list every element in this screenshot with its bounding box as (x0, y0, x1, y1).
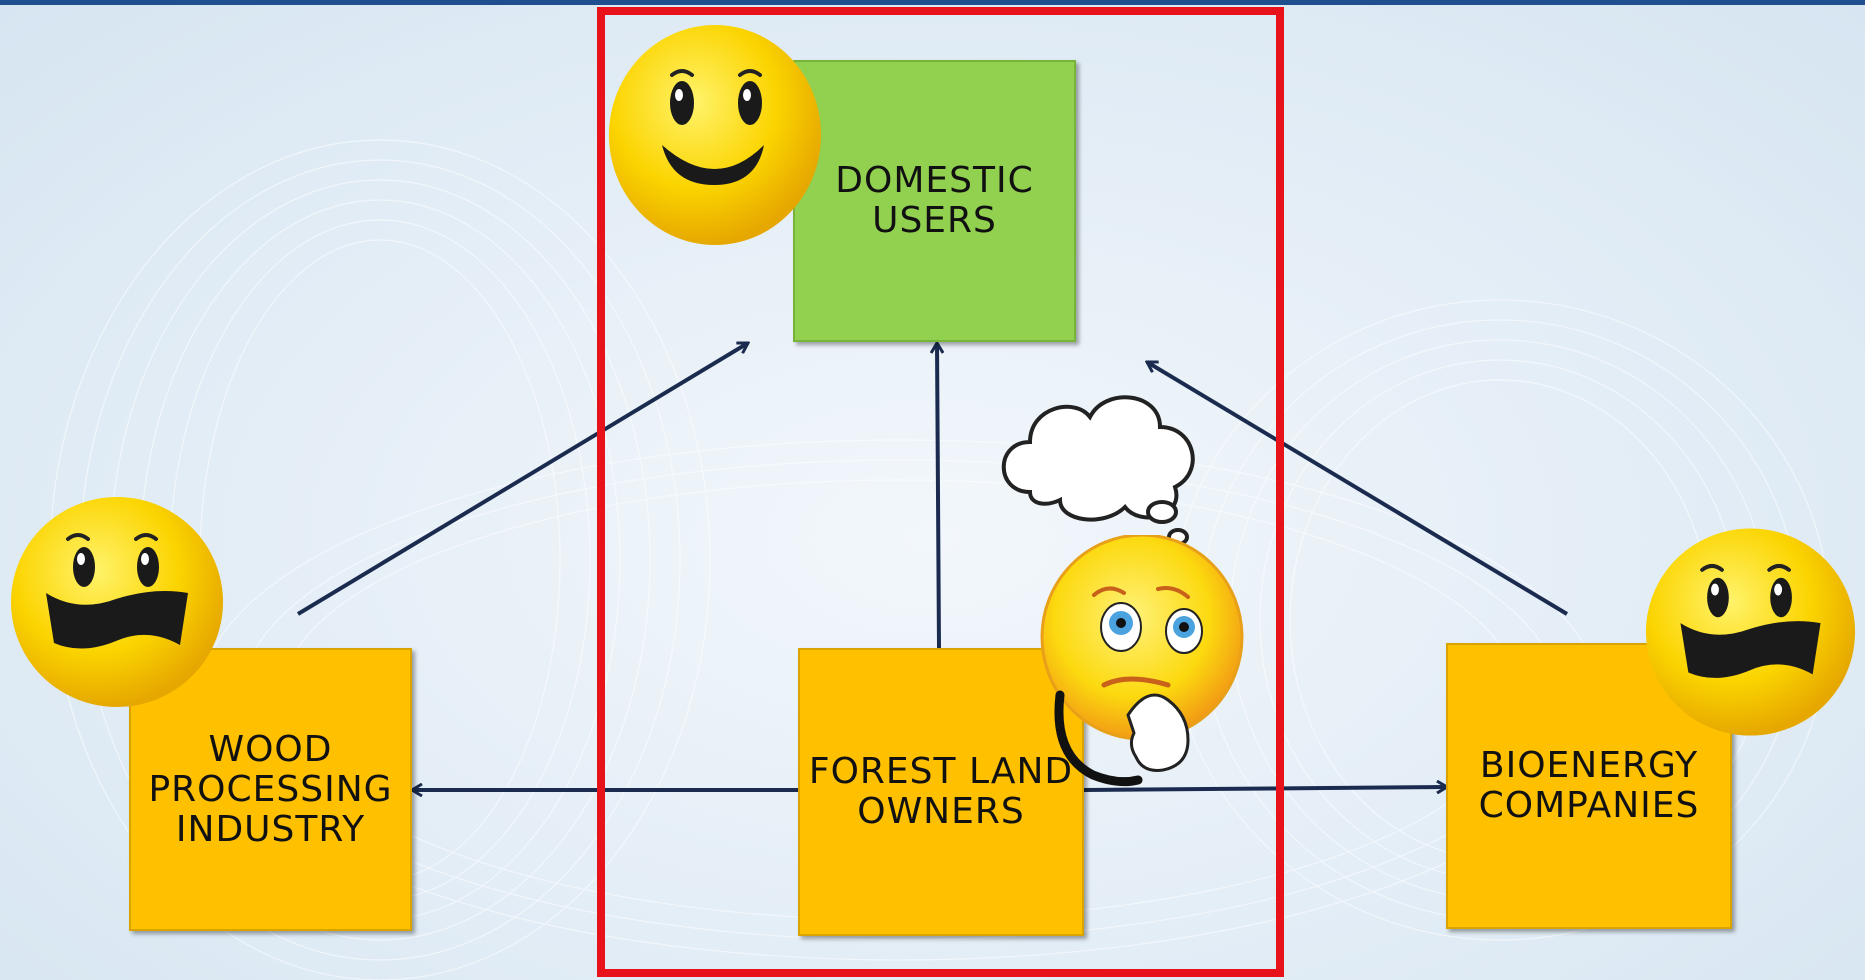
forest-owners-label-line2: OWNERS (857, 791, 1025, 832)
domestic-users-label-line2: USERS (872, 200, 997, 241)
arrow-forest-to-bioenergy (1083, 787, 1447, 790)
thought-bubble-icon (1001, 395, 1195, 546)
wood-label-line1: WOOD (208, 728, 333, 770)
arrow-wood-to-domestic (296, 341, 748, 616)
worried-smiley-icon (1645, 528, 1856, 736)
domestic-users-label-line1: DOMESTIC (835, 160, 1034, 201)
top-bar (0, 0, 1865, 5)
bioenergy-label-line2: COMPANIES (1478, 785, 1700, 826)
thinking-smiley-icon (1040, 535, 1244, 787)
wood-label-line3: INDUSTRY (175, 808, 366, 850)
worried-smiley-icon (11, 497, 223, 707)
forest-owners-label-line1: FOREST LAND (808, 751, 1074, 792)
wood-label-line2: PROCESSING (148, 768, 393, 810)
arrow-bioenergy-to-domestic (1147, 360, 1569, 616)
bioenergy-label-line1: BIOENERGY (1479, 745, 1699, 786)
arrow-forest-to-domestic (937, 343, 939, 649)
domestic-users-box: DOMESTIC USERS (793, 60, 1076, 342)
happy-smiley-icon (609, 25, 821, 245)
highlight-frame (597, 7, 1284, 977)
forest-land-owners-box: FOREST LAND OWNERS (798, 648, 1084, 936)
wood-processing-industry-box: WOOD PROCESSING INDUSTRY (129, 648, 412, 931)
